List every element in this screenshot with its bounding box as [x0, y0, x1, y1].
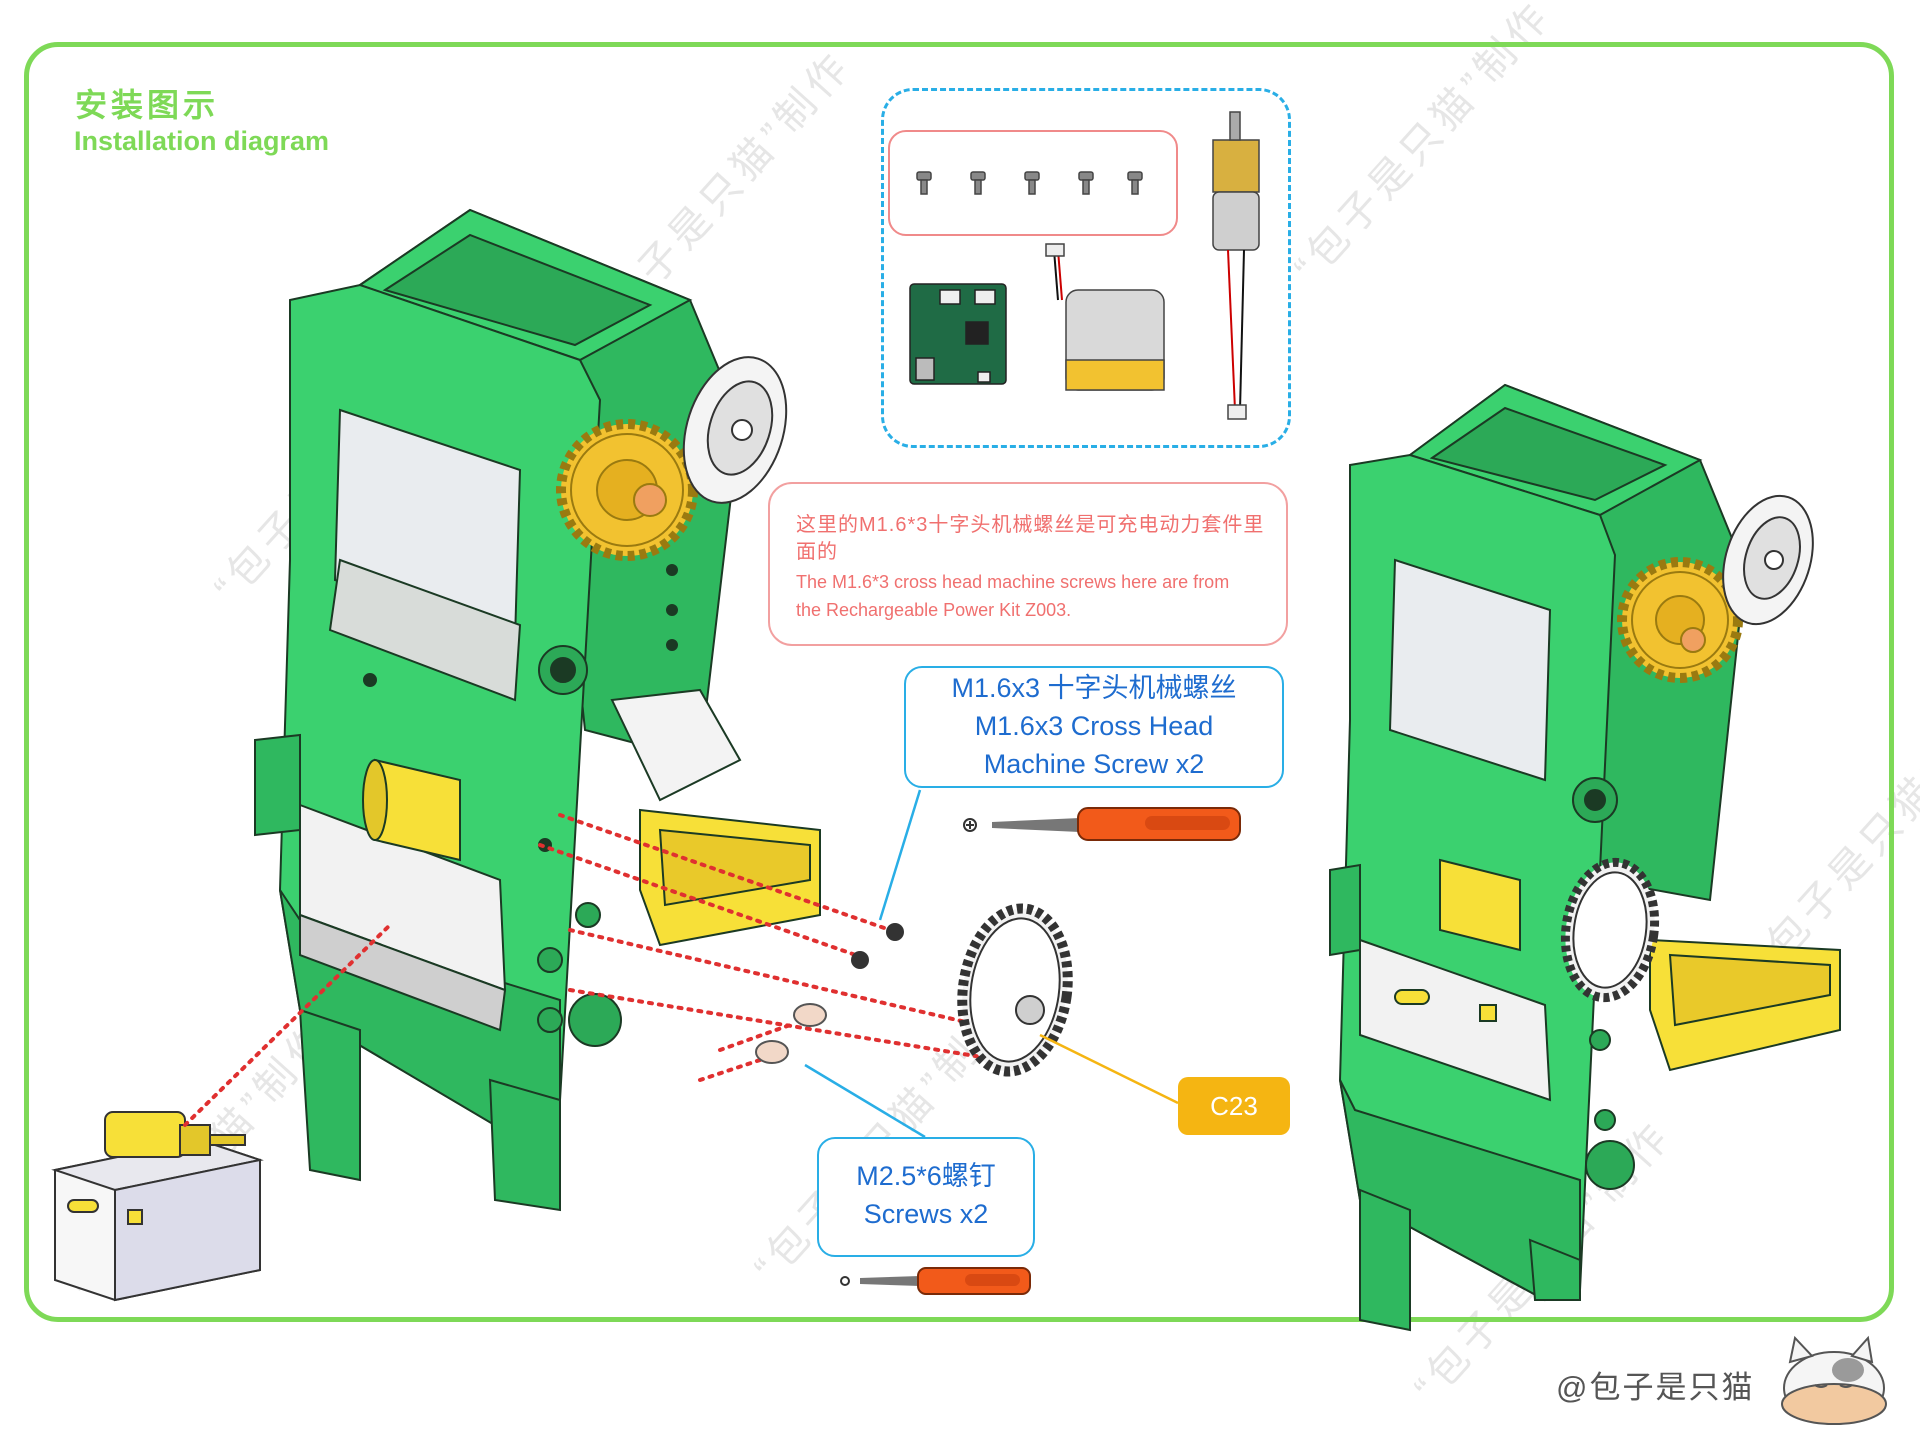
gear-icon-white	[957, 903, 1073, 1077]
phillips-screwdriver-icon	[963, 807, 1241, 841]
battery-icon	[1045, 243, 1165, 391]
screw-icon-group	[755, 923, 904, 1064]
right-assembly	[1329, 383, 1841, 1332]
page-title-cn: 安装图示	[75, 87, 220, 123]
wheel-icon-right	[1722, 494, 1814, 626]
note-text-cn: 这里的M1.6*3十字头机械螺丝是可充电动力套件里面的	[796, 514, 1265, 563]
label-c23-part: C23	[1178, 1077, 1290, 1135]
screw-icon-row	[916, 171, 1143, 195]
author-credit: @包子是只猫	[1556, 1370, 1755, 1405]
label-m25-screw: M2.5*6螺钉 Screws x2	[817, 1137, 1035, 1257]
left-assembly	[254, 208, 821, 1212]
hex-screwdriver-icon	[840, 1267, 1031, 1295]
charging-board-icon	[909, 283, 1007, 385]
gear-icon-yellow-right	[1617, 557, 1743, 683]
parts-kit-box	[881, 88, 1291, 448]
screws-group-box	[888, 130, 1178, 236]
label-m16-line3: Machine Screw x2	[983, 749, 1205, 779]
label-m16-line2: M1.6x3 Cross Head	[974, 711, 1214, 741]
wheel-icon	[682, 356, 788, 504]
note-callout: 这里的M1.6*3十字头机械螺丝是可充电动力套件里面的 The M1.6*3 c…	[768, 482, 1288, 646]
label-m16-line1: M1.6x3 十字头机械螺丝	[951, 673, 1237, 703]
sleeping-cat-icon	[1781, 1335, 1887, 1425]
callout-leaders	[804, 789, 1179, 1139]
gear-motor-icon	[1212, 111, 1260, 420]
gear-icon-white-right	[1560, 857, 1660, 1003]
motor-assembly	[51, 1111, 264, 1302]
note-text-en: The M1.6*3 cross head machine screws her…	[796, 572, 1230, 620]
label-m25-line2: Screws x2	[863, 1199, 989, 1229]
diagram-frame	[24, 42, 1894, 1322]
gear-icon-yellow	[556, 419, 698, 561]
page-title-en: Installation diagram	[74, 126, 330, 156]
label-m25-line1: M2.5*6螺钉	[856, 1161, 996, 1191]
dotted-guides	[183, 813, 1002, 1127]
label-m16-screw: M1.6x3 十字头机械螺丝 M1.6x3 Cross Head Machine…	[904, 666, 1284, 788]
